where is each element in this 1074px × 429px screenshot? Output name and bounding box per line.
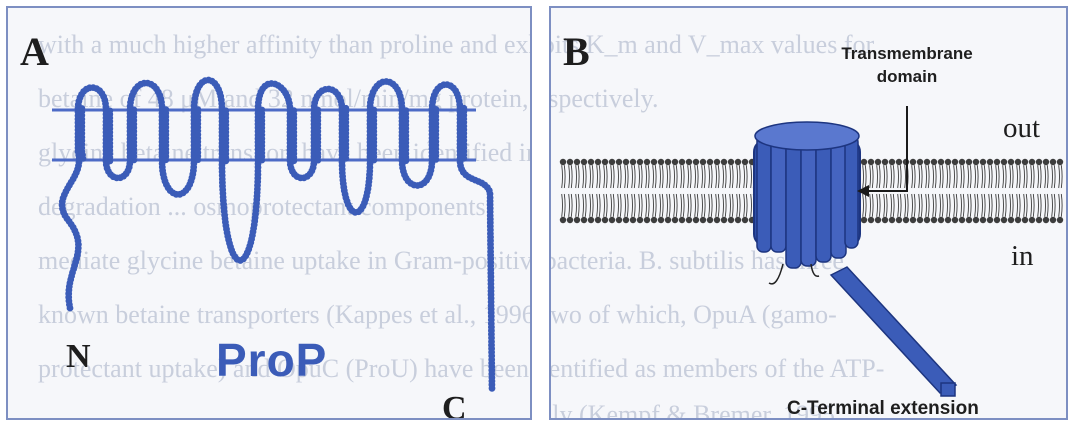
panel-b: with a much higher affinity than proline… xyxy=(549,6,1068,420)
panel-b-letter: B xyxy=(563,28,590,75)
n-terminus-label: N xyxy=(66,338,91,376)
transmembrane-label-line1: Transmembrane xyxy=(797,44,1017,64)
c-terminal-extension-label: C-Terminal extension xyxy=(787,398,979,420)
in-label: in xyxy=(1011,240,1034,273)
c-terminus-label: C xyxy=(442,390,467,420)
protein-name-label: ProP xyxy=(216,333,327,387)
out-label: out xyxy=(1003,112,1040,145)
transmembrane-domain xyxy=(754,122,860,284)
transmembrane-label-line2: domain xyxy=(797,67,1017,87)
panel-a-letter: A xyxy=(20,28,49,75)
c-terminal-extension-rod xyxy=(831,267,956,396)
pointer-arrow xyxy=(857,106,907,197)
panel-a: with a much higher affinity than proline… xyxy=(6,6,532,420)
